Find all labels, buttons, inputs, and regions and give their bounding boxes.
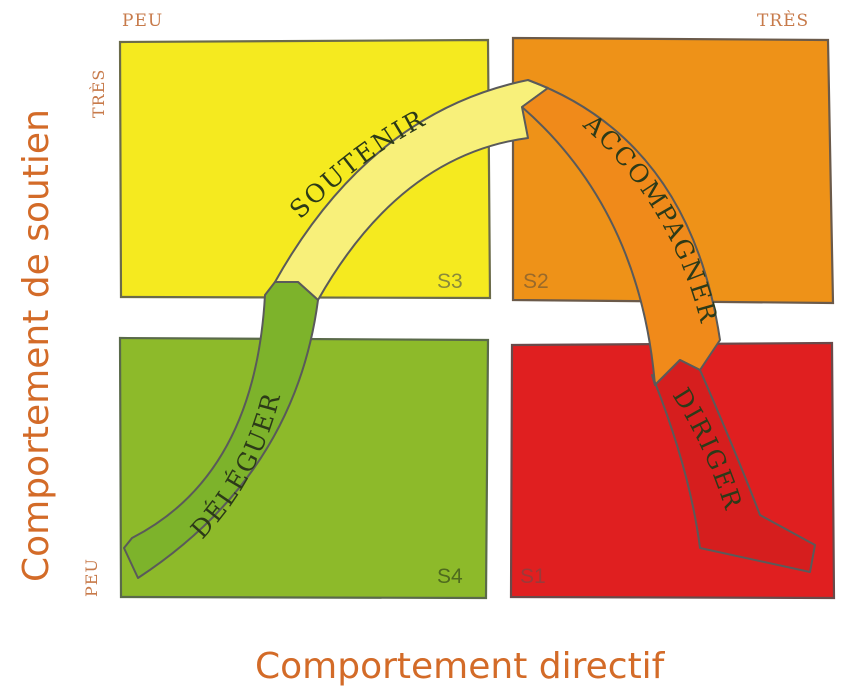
quadrant-s1-code: S1 [520,565,546,588]
quadrant-s4-code: S4 [437,565,463,588]
quadrant-s2: S2 [511,36,835,305]
arrow-segment-deleguer [123,281,319,579]
quadrant-s3-code: S3 [437,270,463,293]
quadrant-s2-code: S2 [523,270,549,293]
quadrant-s4-fill [118,336,490,600]
y-axis-title: Comportement de soutien [16,109,57,582]
y-axis-high-label: TRÈS [88,69,108,118]
x-axis-title: Comportement directif [255,646,666,687]
quadrant-s4: S4 [118,336,490,600]
curved-arrow [123,79,816,579]
quadrant-s3-fill [118,38,492,300]
y-axis-low-label: PEU [82,558,101,597]
x-axis-high-label: TRÈS [757,10,809,31]
quadrant-s3: S3 [118,38,492,300]
x-axis-low-label: PEU [122,11,163,31]
quadrant-s2-fill [511,36,835,305]
arrow-segment-diriger [651,359,816,573]
